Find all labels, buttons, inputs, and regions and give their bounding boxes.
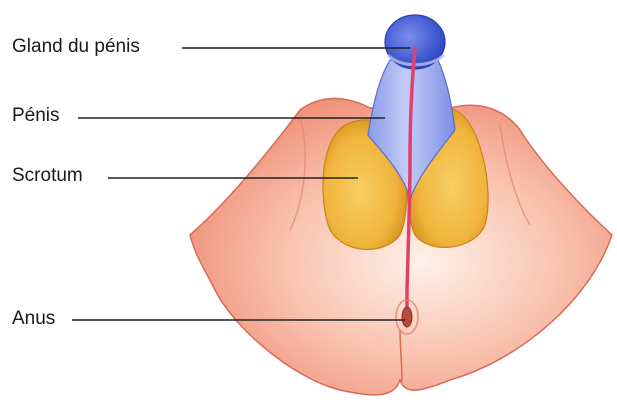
label-scrotum: Scrotum [12, 166, 83, 185]
label-anus: Anus [12, 309, 55, 328]
anus-opening [402, 307, 412, 327]
label-gland-du-penis: Gland du pénis [12, 37, 140, 56]
label-penis: Pénis [12, 106, 60, 125]
